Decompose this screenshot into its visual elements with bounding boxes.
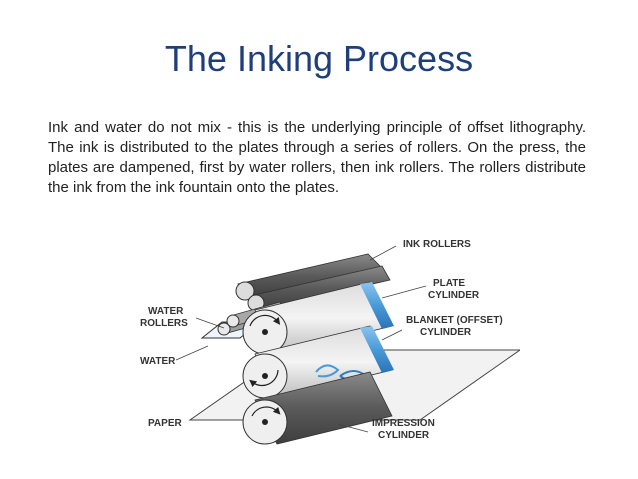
label-plate-1: PLATE (433, 278, 465, 289)
inking-process-diagram: INK ROLLERS PLATE CYLINDER BLANKET (OFFS… (140, 239, 520, 445)
plate-cylinder (242, 281, 394, 355)
label-paper: PAPER (148, 418, 182, 429)
impression-cylinder (242, 371, 393, 445)
label-water-rollers-1: WATER (148, 306, 184, 317)
label-ink-rollers: INK ROLLERS (403, 239, 471, 250)
ink-rollers (235, 253, 391, 312)
label-impression-1: IMPRESSION (372, 418, 435, 429)
label-plate-2: CYLINDER (428, 290, 480, 301)
label-impression-2: CYLINDER (378, 430, 430, 441)
label-blanket-1: BLANKET (OFFSET) (406, 315, 503, 326)
label-blanket-2: CYLINDER (420, 327, 472, 338)
blanket-cylinder (242, 325, 394, 399)
label-water: WATER (140, 356, 176, 367)
slide-title: The Inking Process (164, 38, 474, 79)
leader-lines (175, 245, 427, 433)
label-water-rollers-2: ROLLERS (140, 318, 188, 329)
slide-body-text: Ink and water do not mix - this is the u… (48, 119, 586, 196)
